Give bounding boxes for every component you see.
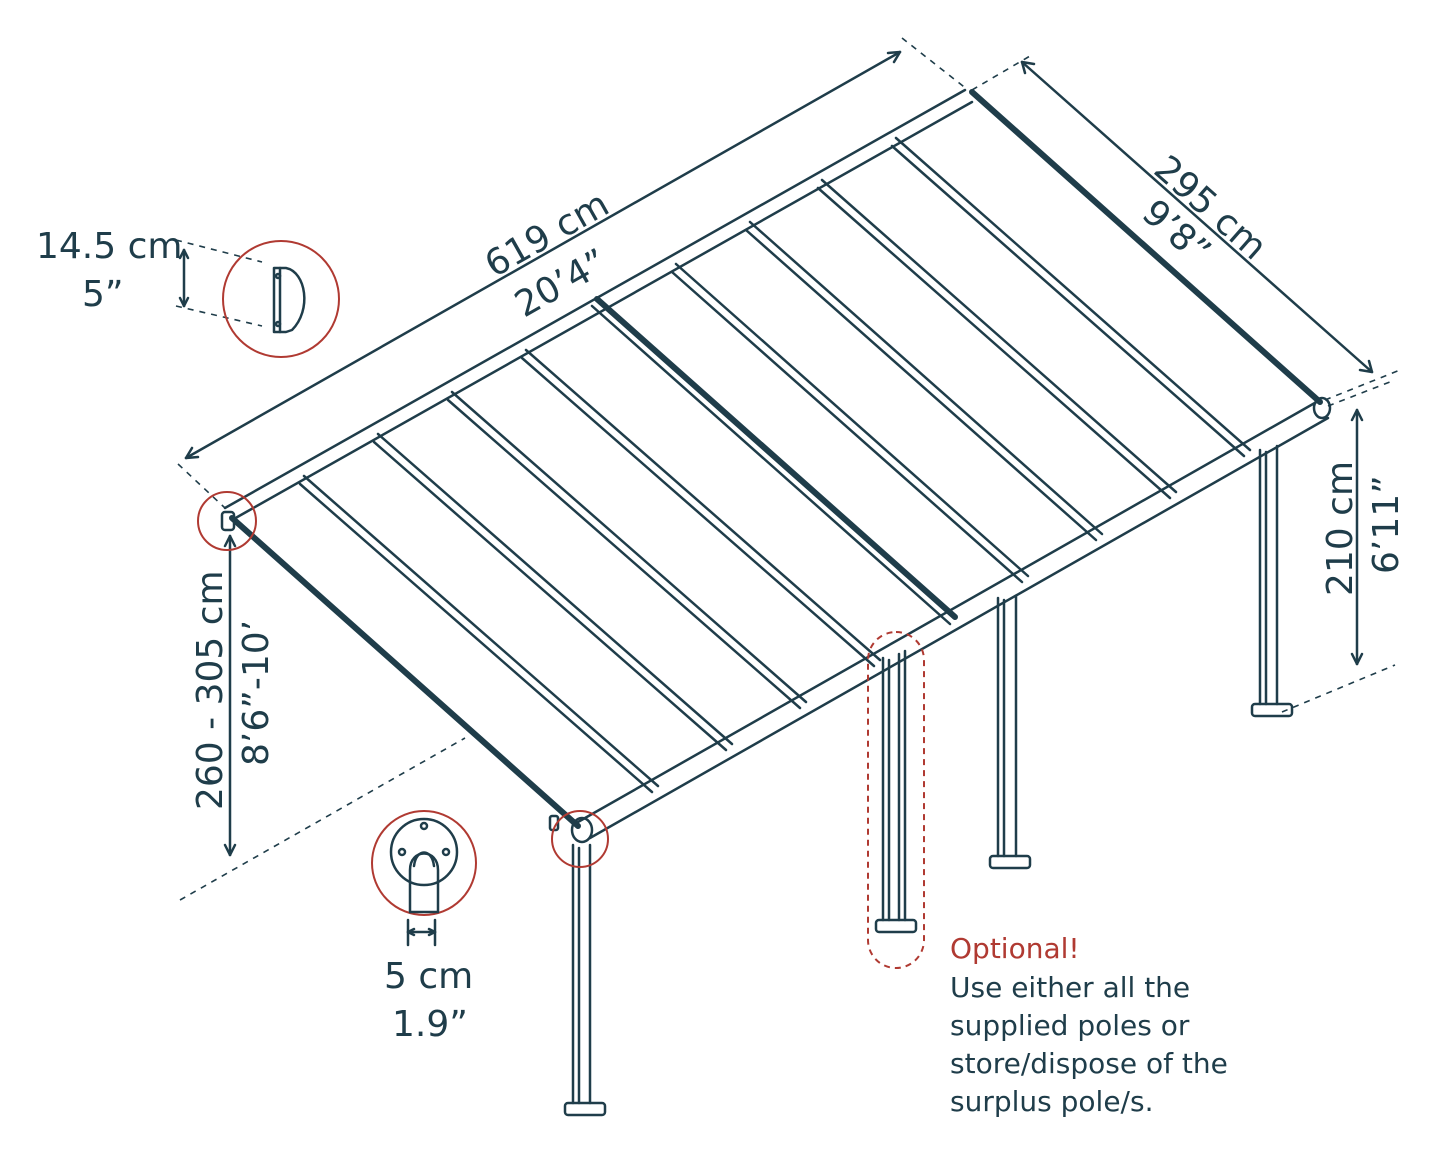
note-line: surplus pole/s. — [950, 1085, 1153, 1118]
optional-pole-highlight — [867, 631, 925, 969]
wall-height-cm-label: 260 - 305 cm — [190, 570, 231, 810]
gutter-height-cm-label: 14.5 cm — [36, 226, 182, 267]
note-line: supplied poles or — [950, 1009, 1190, 1042]
posts — [548, 444, 1294, 1117]
note-title: Optional! — [950, 932, 1080, 965]
gutter-detail — [222, 240, 340, 358]
wall-bracket-highlight — [197, 491, 609, 868]
wall-height-ft-label: 8’6”-10’ — [236, 620, 277, 766]
pole-detail — [371, 810, 477, 916]
gutter-height-in-label: 5” — [82, 274, 124, 315]
optional-note: Optional! Use either all the supplied po… — [950, 932, 1228, 1118]
roof — [220, 88, 1332, 844]
note-line: Use either all the — [950, 971, 1190, 1004]
front-height-cm-label: 210 cm — [1320, 461, 1361, 596]
note-line: store/dispose of the — [950, 1047, 1228, 1080]
dimension-lines — [175, 37, 1401, 947]
pole-width-in-label: 1.9” — [392, 1004, 468, 1045]
roof-panel-lines — [298, 136, 1252, 794]
front-height-ft-label: 6’11” — [1366, 475, 1407, 574]
pole-width-cm-label: 5 cm — [384, 956, 473, 997]
